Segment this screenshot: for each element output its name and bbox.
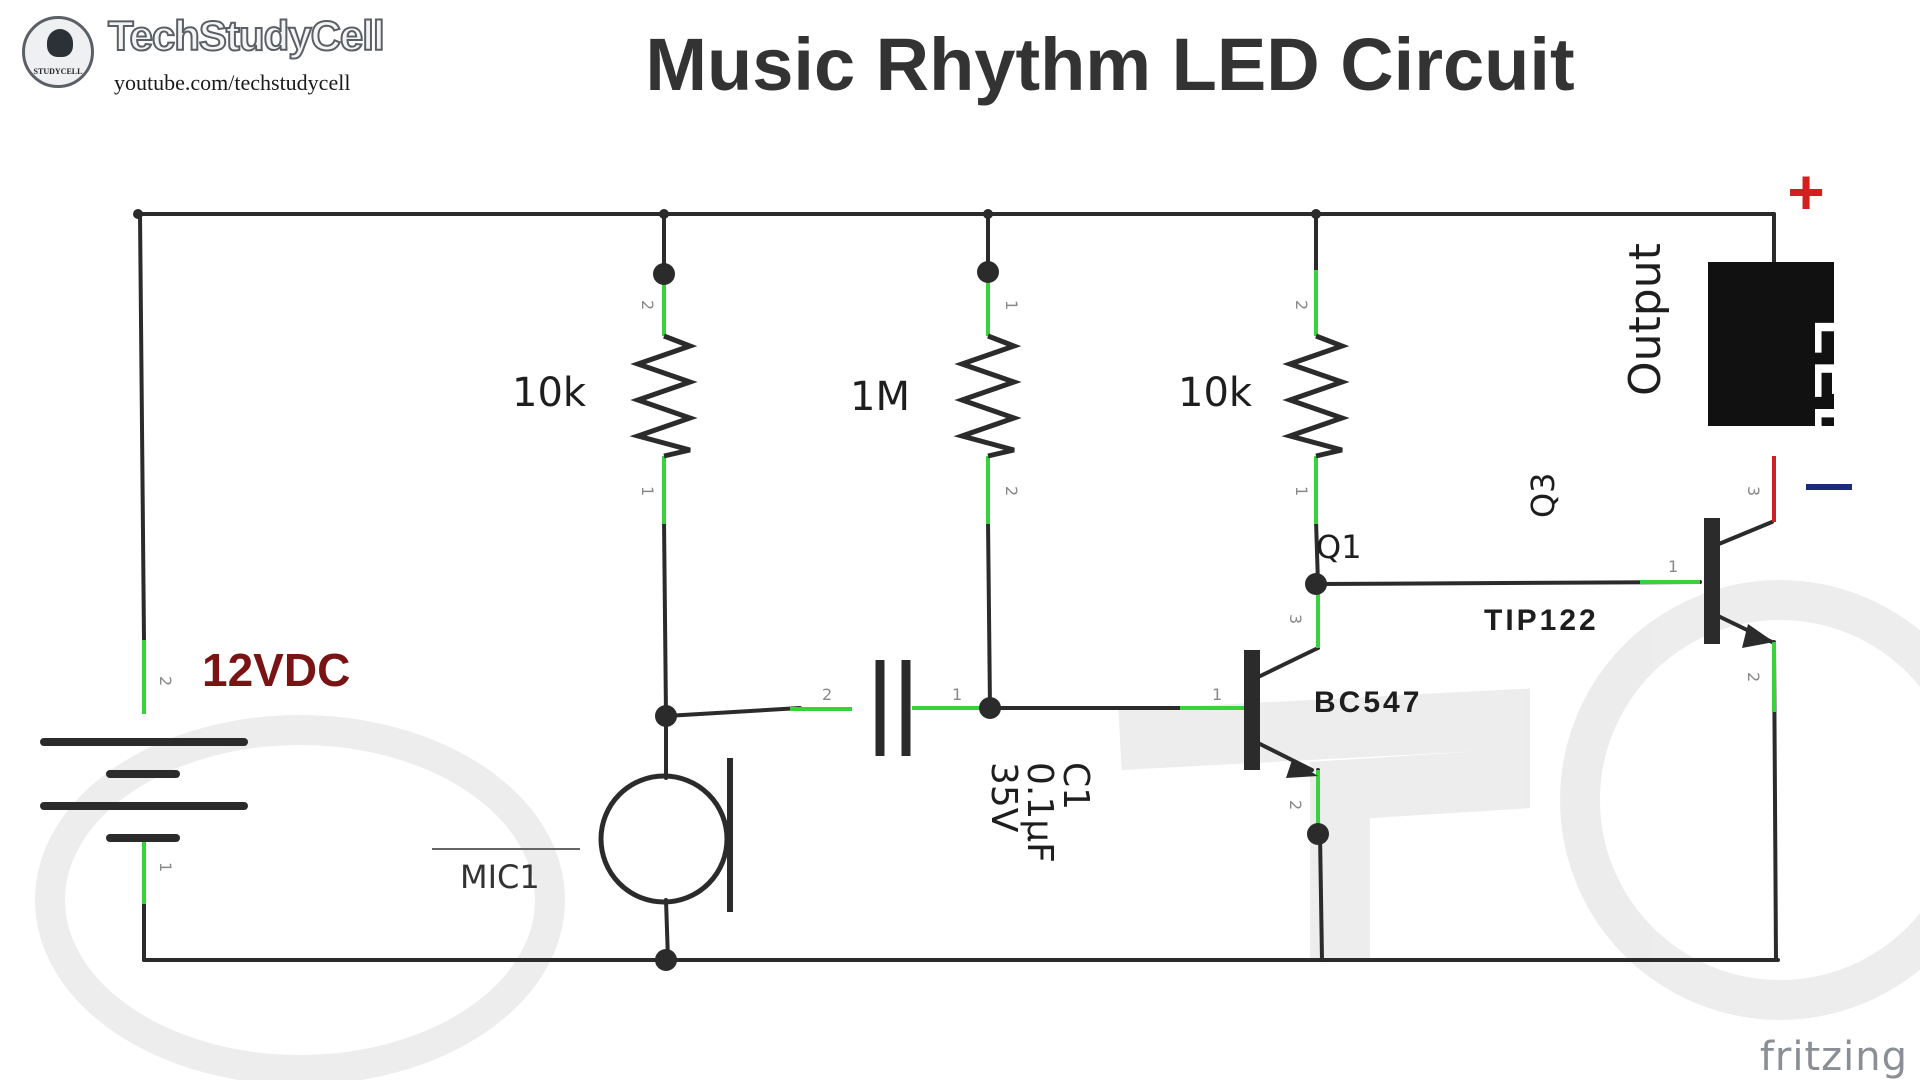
- resistor-r1-icon: [629, 333, 698, 459]
- pin-q3-emitter: 2: [1744, 672, 1763, 682]
- q1-ground-wire: [1318, 832, 1324, 962]
- q1-collector-lead: [1250, 646, 1320, 682]
- highlighted-leads: [142, 270, 1776, 904]
- logo-badge-icon: STUDYCELL: [22, 16, 94, 88]
- pin-r1-top: 2: [638, 300, 657, 310]
- capacitor-c1-icon: [875, 660, 911, 756]
- q1-emitter-lead: [1250, 738, 1314, 772]
- small-junction-dots: [133, 209, 1321, 219]
- wires: [136, 212, 1780, 962]
- led-letter-e: E: [1802, 360, 1867, 405]
- plus-polarity-icon: +: [1787, 156, 1824, 228]
- battery-plus-wire: [138, 212, 146, 642]
- r1-value-label: 10k: [512, 370, 587, 416]
- pin-r2-bottom: 2: [1002, 486, 1021, 496]
- pin-battery-bottom: 1: [156, 862, 175, 872]
- battery-voltage-label: 12VDC: [202, 644, 350, 696]
- q3-part-label: TIP122: [1484, 604, 1599, 637]
- pin-r2-top: 1: [1002, 300, 1021, 310]
- transistor-q1-icon: [1244, 650, 1318, 778]
- watermark: [35, 580, 1920, 1080]
- q3-name-label: Q3: [1524, 472, 1562, 518]
- q1-name-label: Q1: [1316, 528, 1362, 566]
- junction-dots: [653, 261, 1329, 971]
- mic-label: MIC1: [460, 858, 540, 896]
- pin-cap-left: 2: [822, 685, 832, 704]
- led-letter-d: D: [1802, 405, 1867, 453]
- r2-value-label: 1M: [850, 374, 910, 420]
- logo-inner-text: STUDYCELL: [33, 67, 83, 76]
- transistor-q3-icon: [1704, 518, 1774, 648]
- q1-part-label: BC547: [1314, 686, 1422, 719]
- capacitor-voltage-label: 35V: [983, 762, 1024, 833]
- pin-battery-top: 2: [156, 676, 175, 686]
- r2-bottom-wire: [986, 518, 992, 710]
- pin-q1-collector: 3: [1286, 614, 1305, 624]
- capacitor-value-label: 0.1µF: [1019, 762, 1060, 863]
- cap-left-wire: [664, 706, 802, 718]
- led-output-label: Output: [1620, 243, 1671, 396]
- brand-logo: STUDYCELL TechStudyCell youtube.com/tech…: [18, 11, 386, 102]
- pin-q1-emitter: 2: [1286, 800, 1305, 810]
- brand-url: youtube.com/techstudycell: [114, 70, 351, 95]
- pin-r3-bottom: 1: [1292, 486, 1311, 496]
- capacitor-name-label: C1: [1055, 762, 1096, 810]
- resistor-r3-icon: [1281, 333, 1350, 459]
- minus-polarity-icon: [1806, 484, 1852, 490]
- brand-name: TechStudyCell: [107, 11, 386, 60]
- led-letters: LED: [1802, 319, 1867, 453]
- pin-r3-top: 2: [1292, 300, 1311, 310]
- pin-q3-base: 1: [1668, 557, 1678, 576]
- pin-cap-right: 1: [952, 685, 962, 704]
- led-body-icon: [1708, 262, 1834, 426]
- pin-r1-bottom: 1: [638, 486, 657, 496]
- capacitor-labels: C1 0.1µF 35V: [983, 762, 1096, 863]
- pin-q3-collector: 3: [1744, 486, 1763, 496]
- r1-bottom-wire: [662, 518, 668, 718]
- resistor-r2-icon: [953, 333, 1022, 459]
- pin-numbers: 2 1 1 2 2 1 2 1 2 1 1 3 2 1 3 2: [156, 300, 1763, 872]
- q1-to-q3-wire: [1316, 580, 1702, 586]
- led-letter-l: L: [1802, 319, 1867, 360]
- microphone-icon: [598, 758, 733, 912]
- q3-collector-lead: [1712, 520, 1774, 548]
- head-icon: [47, 29, 73, 57]
- pin-q1-base: 1: [1212, 685, 1222, 704]
- page-title: Music Rhythm LED Circuit: [645, 23, 1575, 106]
- battery-icon: [40, 738, 248, 842]
- fritzing-watermark: fritzing: [1759, 1034, 1908, 1080]
- r3-value-label: 10k: [1178, 370, 1253, 416]
